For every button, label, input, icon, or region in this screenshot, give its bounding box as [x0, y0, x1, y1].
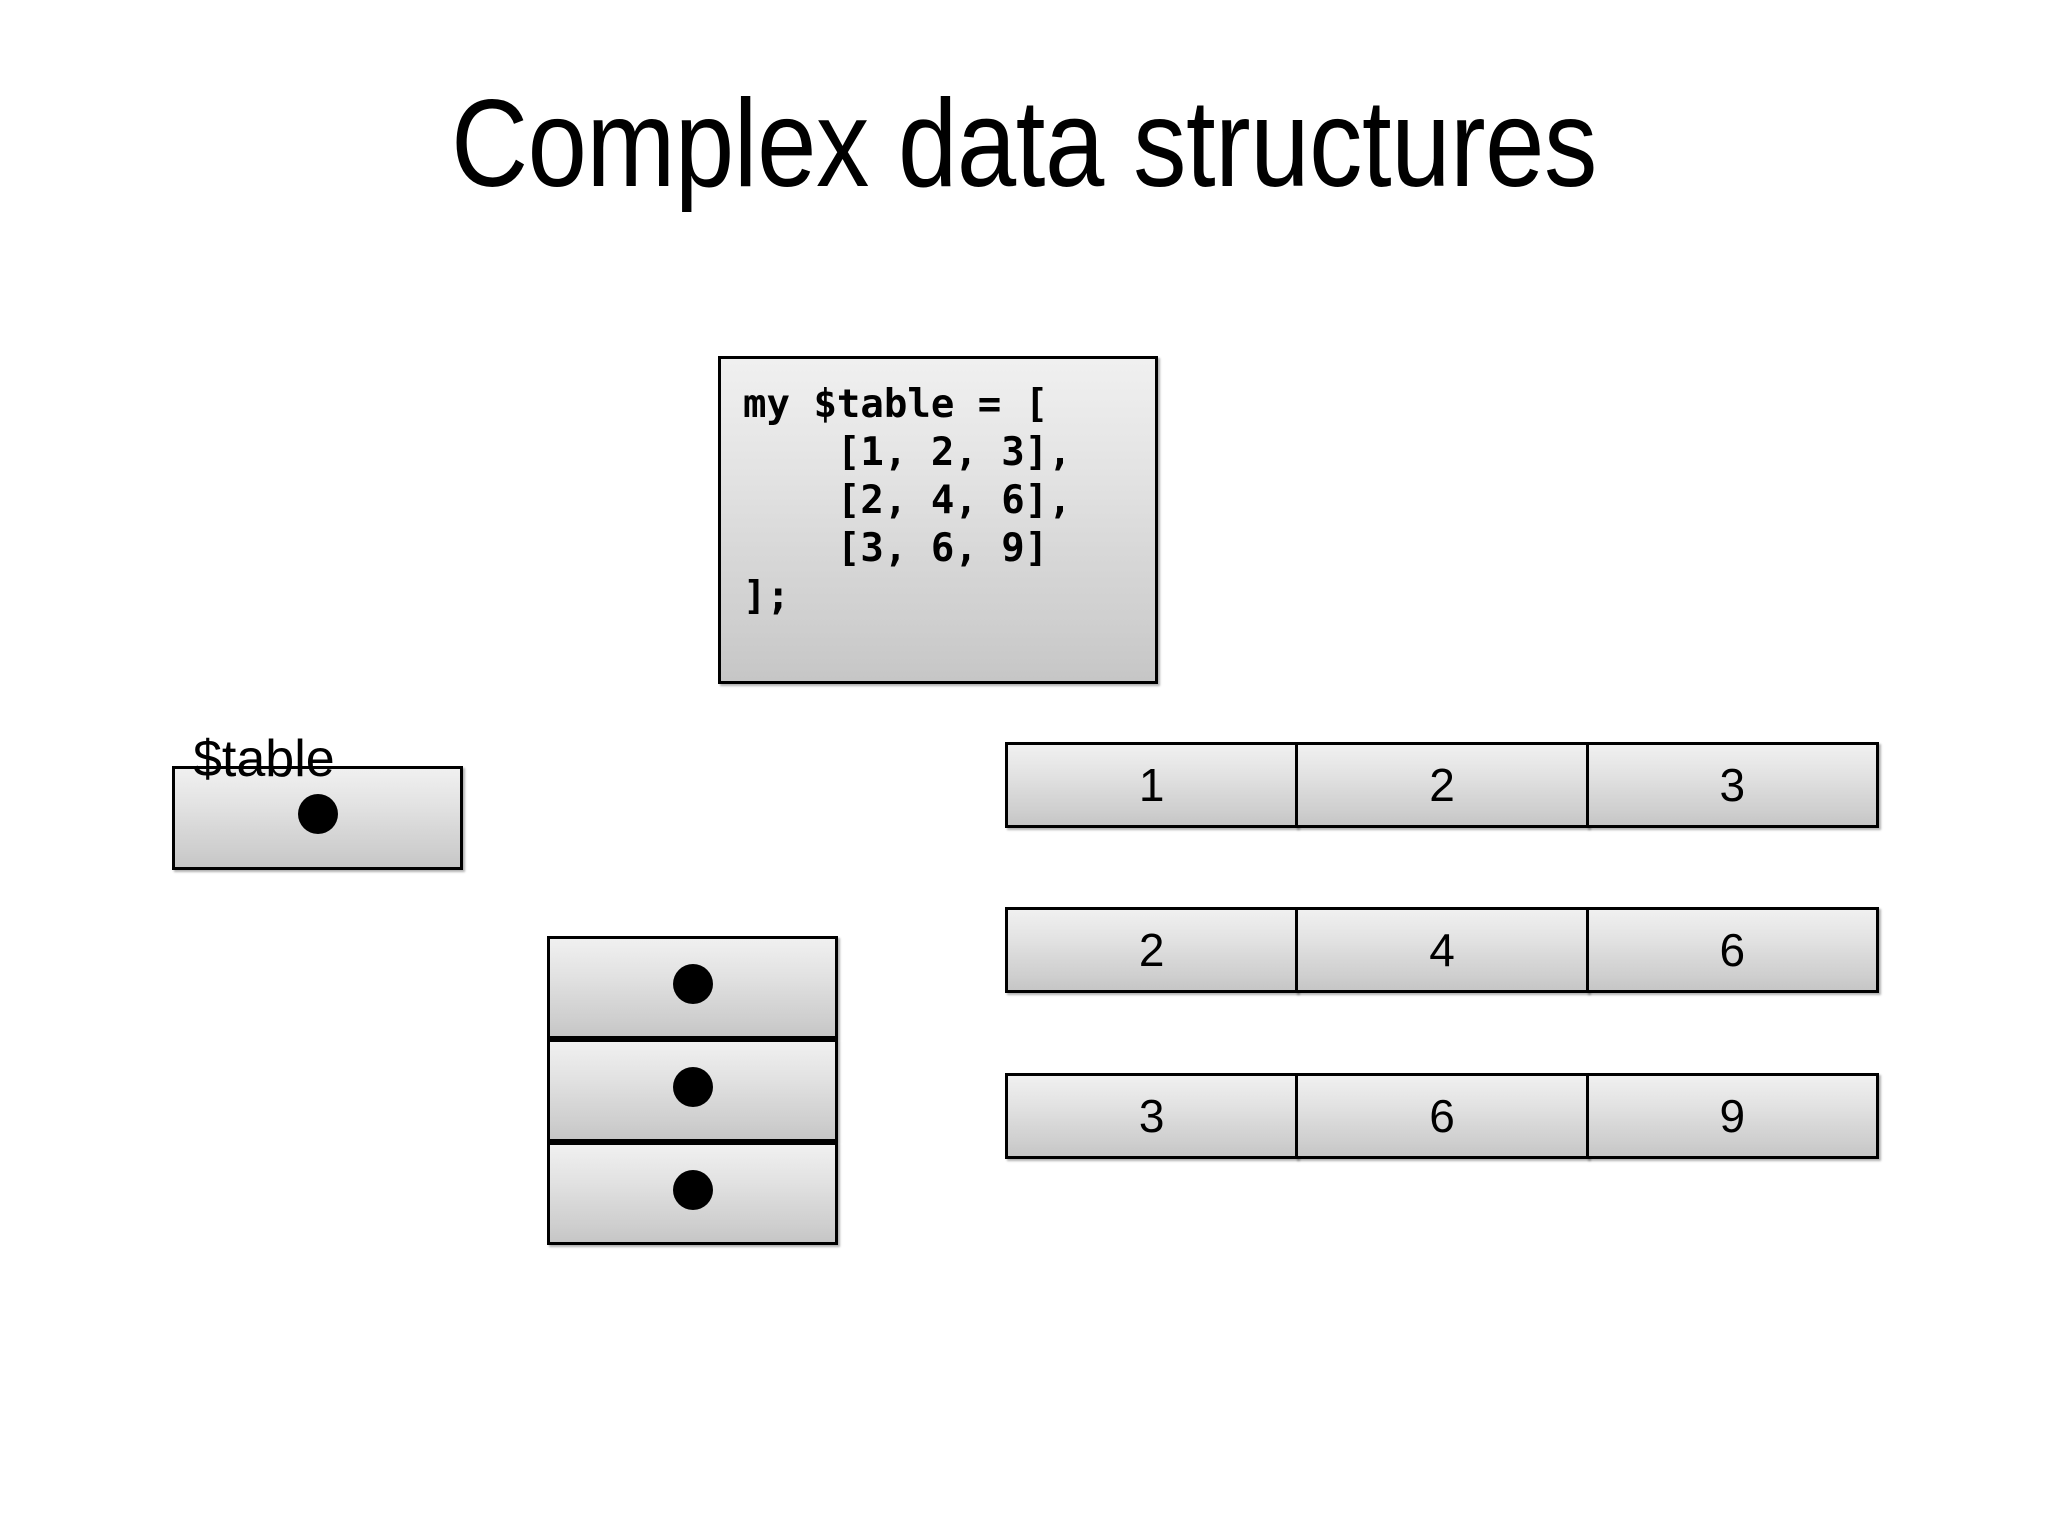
- value-cell: 2: [1295, 742, 1589, 828]
- scalar-variable-label: $table: [193, 730, 335, 788]
- reference-dot-icon: [672, 1169, 713, 1210]
- value-cell: 6: [1295, 1073, 1589, 1159]
- array-reference-cell: [547, 1142, 838, 1245]
- reference-dot-icon: [297, 794, 338, 835]
- array-reference-cell: [547, 1039, 838, 1142]
- code-snippet-box: my $table = [ [1, 2, 3], [2, 4, 6], [3, …: [718, 356, 1158, 684]
- value-cell: 1: [1005, 742, 1299, 828]
- value-cell: 6: [1585, 907, 1879, 993]
- value-row: 1 2 3: [1005, 742, 1879, 828]
- value-cell: 3: [1005, 1073, 1299, 1159]
- value-cell: 9: [1585, 1073, 1879, 1159]
- code-snippet-text: my $table = [ [1, 2, 3], [2, 4, 6], [3, …: [743, 382, 1072, 619]
- scalar-reference-box: [172, 766, 463, 870]
- array-reference-stack: [547, 936, 838, 1245]
- value-row: 3 6 9: [1005, 1073, 1879, 1159]
- array-reference-cell: [547, 936, 838, 1039]
- page-title: Complex data structures: [451, 75, 1597, 213]
- reference-dot-icon: [672, 1066, 713, 1107]
- reference-dot-icon: [672, 963, 713, 1004]
- value-cell: 3: [1585, 742, 1879, 828]
- value-cell: 4: [1295, 907, 1589, 993]
- value-row: 2 4 6: [1005, 907, 1879, 993]
- value-cell: 2: [1005, 907, 1299, 993]
